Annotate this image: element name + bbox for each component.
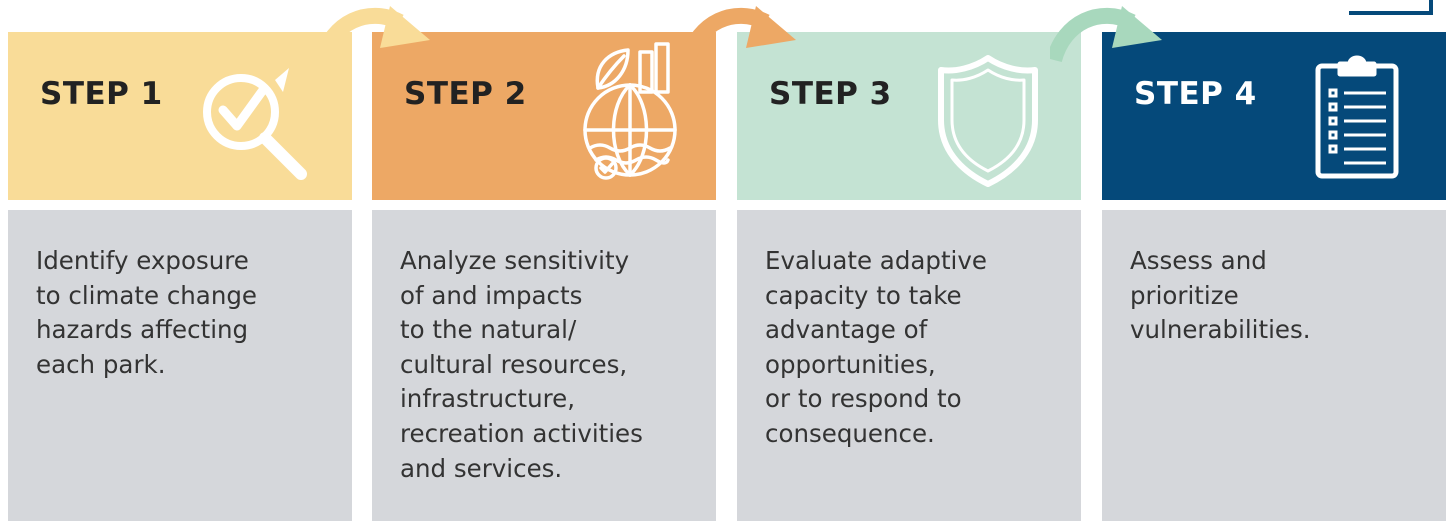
curved-arrow-icon <box>318 6 430 63</box>
step-2: STEP 2 Analyze sensitivity of and impact… <box>372 0 716 521</box>
curved-arrow-icon <box>684 6 796 63</box>
step-1-header: STEP 1 <box>8 32 352 200</box>
globe-leaf-icon <box>583 42 677 180</box>
step-3-description-box: Evaluate adaptive capacity to take advan… <box>737 210 1081 521</box>
step-3-title: STEP 3 <box>769 76 892 112</box>
step-1: STEP 1 Identify exposure to climate chan… <box>8 0 352 521</box>
step-2-header: STEP 2 <box>372 32 716 200</box>
step-2-title: STEP 2 <box>404 76 527 112</box>
step-4-title: STEP 4 <box>1134 76 1257 112</box>
step-2-description-box: Analyze sensitivity of and impacts to th… <box>372 210 716 521</box>
step-3-description: Evaluate adaptive capacity to take advan… <box>765 246 987 448</box>
curved-arrow-icon <box>1050 6 1162 63</box>
clipboard-checklist-icon <box>1315 55 1399 179</box>
step-1-title: STEP 1 <box>40 76 163 112</box>
step-2-description: Analyze sensitivity of and impacts to th… <box>400 246 643 483</box>
step-4-description-box: Assess and prioritize vulnerabilities. <box>1102 210 1446 521</box>
step-1-description-box: Identify exposure to climate change haza… <box>8 210 352 521</box>
magnifier-check-icon <box>203 68 307 180</box>
corner-accent <box>1349 0 1433 15</box>
step-3: STEP 3 Evaluate adaptive capacity to tak… <box>737 0 1081 521</box>
step-4-description: Assess and prioritize vulnerabilities. <box>1130 246 1311 345</box>
step-4: STEP 4 Assess and prioritize vulner <box>1102 0 1446 521</box>
step-4-header: STEP 4 <box>1102 32 1446 200</box>
step-1-description: Identify exposure to climate change haza… <box>36 246 257 379</box>
step-3-header: STEP 3 <box>737 32 1081 200</box>
shield-icon <box>938 55 1038 187</box>
